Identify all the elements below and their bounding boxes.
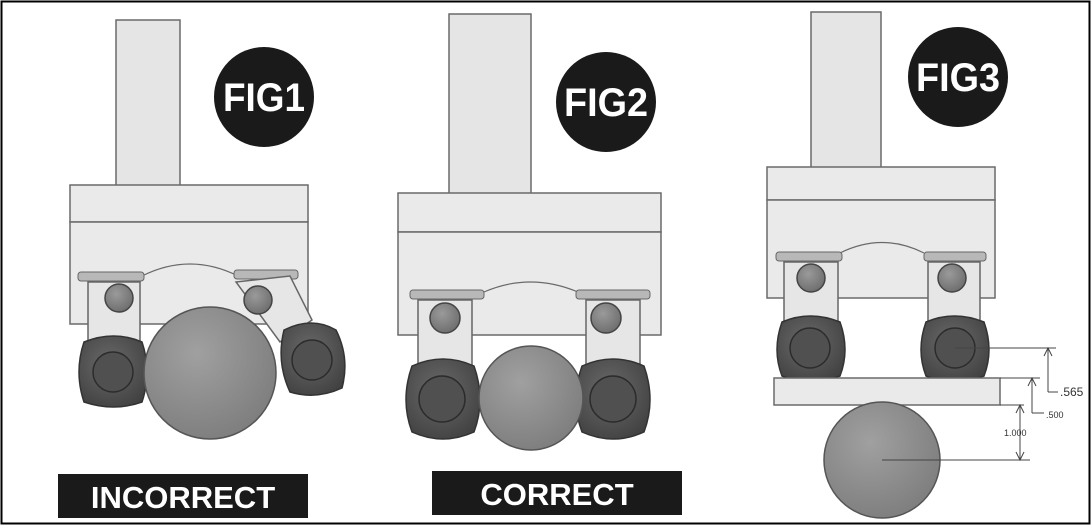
fig1-badge xyxy=(214,47,314,147)
fig3-right-pin xyxy=(937,263,967,293)
fig3-upper-block xyxy=(766,166,996,201)
figure-1: FIG1 INCORRECT xyxy=(58,19,346,518)
fig2-left-pin xyxy=(429,302,461,334)
fig1-stem xyxy=(115,19,181,187)
fig2-badge xyxy=(556,52,656,152)
fig2-left-knob-center xyxy=(418,375,466,423)
fig3-left-pin xyxy=(796,263,826,293)
figure-2: FIG2 CORRECT xyxy=(397,13,682,515)
fig3-badge-label: FIG3 xyxy=(916,56,1000,100)
fig2-badge-label: FIG2 xyxy=(564,81,648,125)
fig2-upper-block xyxy=(397,192,662,233)
fig2-stem xyxy=(448,13,532,195)
figure-3: .565 .500 1.000 FIG3 xyxy=(766,11,1084,519)
fig1-upper-block xyxy=(69,184,309,223)
fig3-dimension-lines xyxy=(882,346,1058,462)
fig2-caption-bg xyxy=(432,471,682,515)
fig3-dim-565: .565 xyxy=(1060,385,1084,399)
fig1-right-pin xyxy=(243,285,273,315)
fig2-right-pin xyxy=(590,302,622,334)
fig1-caption-bg xyxy=(58,474,308,518)
fig1-left-plate xyxy=(77,271,145,282)
fig3-stem xyxy=(810,11,882,169)
fig3-dim-500: .500 xyxy=(1046,410,1064,420)
fig2-center-arc xyxy=(483,281,579,293)
fig1-left-knob-center xyxy=(92,351,134,393)
fig3-left-plate xyxy=(775,251,843,262)
fig3-gauge-bar xyxy=(773,377,1001,406)
fig3-right-plate xyxy=(923,251,987,262)
fig2-right-plate xyxy=(575,289,651,300)
fig1-right-knob-center xyxy=(291,339,333,381)
fig1-badge-label: FIG1 xyxy=(223,76,305,120)
fig1-roller xyxy=(143,306,277,440)
fig1-caption: INCORRECT xyxy=(91,480,275,515)
fig1-left-pin xyxy=(104,283,134,313)
fig3-badge xyxy=(908,27,1008,127)
fig3-center-arc xyxy=(839,241,925,254)
fig2-roller xyxy=(478,345,584,451)
fig3-left-knob-center xyxy=(789,327,831,369)
fig2-right-knob-center xyxy=(589,375,637,423)
fig2-caption: CORRECT xyxy=(480,477,633,512)
fig1-center-arc xyxy=(141,263,239,277)
fig2-left-plate xyxy=(409,289,485,300)
fig3-dim-1000: 1.000 xyxy=(1004,428,1027,438)
